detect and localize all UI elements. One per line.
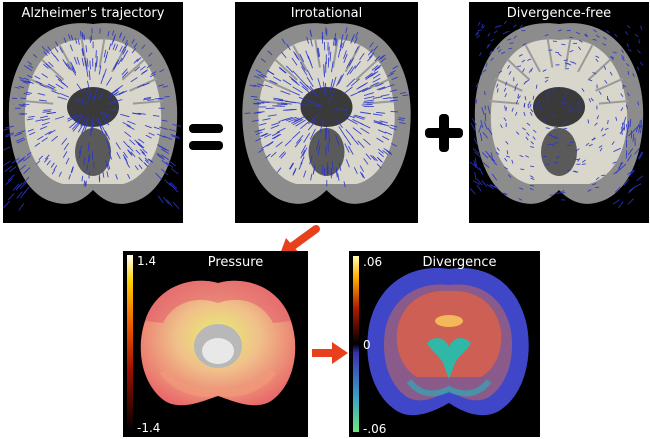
brain-slice-image — [469, 2, 649, 223]
colorbar-max-label: .06 — [363, 255, 382, 269]
colorbar — [353, 256, 359, 432]
colorbar-mid-label: 0 — [363, 338, 371, 352]
pressure-panel: Pressure 1.4 -1.4 — [123, 251, 308, 437]
panel-title: Alzheimer's trajectory — [3, 6, 183, 21]
colorbar-max-label: 1.4 — [137, 254, 156, 268]
pressure-map — [123, 251, 308, 437]
divergence-map — [349, 251, 540, 437]
divergence-panel: Divergence .06 0 -.06 — [349, 251, 540, 437]
colorbar-min-label: -1.4 — [137, 421, 160, 435]
red-arrow-right — [310, 340, 350, 366]
panel-title: Divergence-free — [469, 6, 649, 21]
colorbar-min-label: -.06 — [363, 422, 386, 436]
plus-sign — [423, 112, 465, 154]
brain-slice — [9, 23, 177, 204]
panel-title: Pressure — [163, 255, 308, 270]
alzheimers-trajectory-panel: Alzheimer's trajectory — [3, 2, 183, 223]
panel-title: Divergence — [379, 255, 540, 270]
equals-sign — [186, 120, 226, 156]
irrotational-panel: Irrotational — [235, 2, 418, 223]
brain-slice-image — [3, 2, 183, 223]
panel-title: Irrotational — [235, 6, 418, 21]
divergence-free-panel: Divergence-free — [469, 2, 649, 223]
brain-slice — [242, 23, 410, 204]
brain-slice-image — [235, 2, 418, 223]
colorbar — [127, 255, 133, 431]
